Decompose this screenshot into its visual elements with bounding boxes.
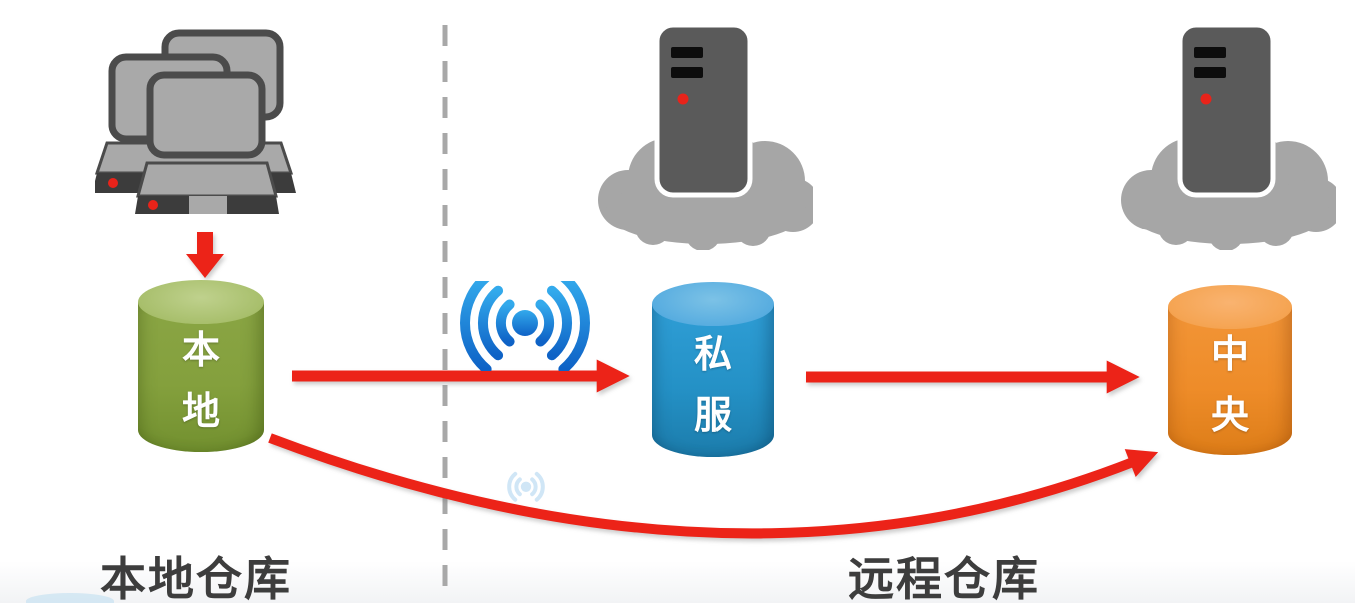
server-tower: [1177, 22, 1276, 198]
server-tower: [654, 22, 753, 198]
private-server-cloud-icon: [598, 22, 813, 250]
server-power-led: [1200, 93, 1212, 105]
client-computers-icon: [95, 29, 296, 214]
server-power-led: [677, 93, 689, 105]
local-repo-label: 本地: [181, 330, 220, 433]
central-repo-label: 中央: [1210, 334, 1249, 437]
clients-to-local-arrow: [186, 232, 224, 278]
local-to-central-curved-arrow: [268, 433, 1159, 539]
wifi-icon: [460, 281, 590, 371]
local-repo-cylinder: 本地: [138, 280, 264, 452]
remote-zone-label: 远程仓库: [848, 553, 1040, 603]
central-repo-cylinder: 中央: [1168, 285, 1292, 455]
wifi-echo-icon: [507, 471, 545, 502]
local-zone-label: 本地仓库: [100, 553, 292, 603]
central-server-cloud-icon: [1121, 22, 1336, 250]
corner-decoration: [26, 593, 114, 603]
private-server-repo-label: 私服: [693, 333, 732, 437]
private-server-repo-cylinder: 私服: [652, 282, 774, 457]
cloud-icon: [1121, 126, 1336, 250]
